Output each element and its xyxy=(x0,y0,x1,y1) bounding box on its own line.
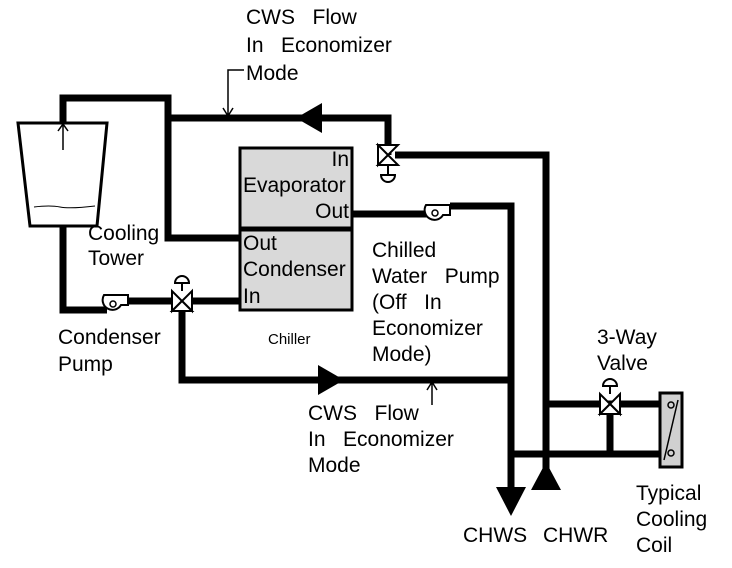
chws-label: CHWS xyxy=(463,524,527,547)
evaporator-in-label: In xyxy=(331,148,349,171)
condenser-labels: Out Condenser In xyxy=(243,232,346,308)
svg-text:Mode: Mode xyxy=(246,62,299,85)
top-flow-arrow xyxy=(296,103,322,133)
evaporator-labels: In Evaporator Out xyxy=(243,148,349,223)
evaporator-box xyxy=(238,146,354,230)
cws-top-label: CWS Flow In Economizer Mode xyxy=(246,6,392,85)
svg-text:Cooling: Cooling xyxy=(88,222,159,245)
svg-text:Mode): Mode) xyxy=(372,343,432,366)
svg-text:Economizer: Economizer xyxy=(372,317,483,340)
svg-text:Chilled: Chilled xyxy=(372,239,436,262)
label-pointers xyxy=(222,69,438,405)
condenser-pump-icon xyxy=(101,294,129,311)
pipes xyxy=(59,94,660,490)
chwr-arrow xyxy=(531,462,561,490)
cooling-tower-water xyxy=(33,205,96,209)
condenser-in-label: In xyxy=(243,285,261,308)
top-three-way-valve-icon xyxy=(375,142,401,183)
top-pointer xyxy=(222,69,244,118)
condenser-three-way-valve-icon xyxy=(169,275,195,314)
valves xyxy=(169,142,623,417)
svg-text:In Economizer: In Economizer xyxy=(308,428,454,451)
svg-text:Cooling: Cooling xyxy=(636,508,707,531)
svg-text:CWS Flow: CWS Flow xyxy=(246,6,358,29)
evaporator-name-label: Evaporator xyxy=(243,174,346,197)
svg-text:3-Way: 3-Way xyxy=(597,326,657,349)
bottom-pointer xyxy=(426,380,438,405)
chws-arrow xyxy=(496,487,526,516)
cooling-tower xyxy=(16,121,109,228)
svg-text:CWS Flow: CWS Flow xyxy=(308,402,420,425)
svg-text:Mode: Mode xyxy=(308,454,361,477)
pipe-top-economizer xyxy=(168,114,392,155)
evaporator-out-label: Out xyxy=(315,200,349,223)
pipe-tower-bottom xyxy=(59,226,107,314)
svg-text:Condenser: Condenser xyxy=(58,326,161,349)
svg-text:Typical: Typical xyxy=(636,482,701,505)
chilled-water-pump-icon xyxy=(423,204,451,221)
cws-bottom-label: CWS Flow In Economizer Mode xyxy=(308,402,454,477)
chwr-label: CHWR xyxy=(543,524,608,547)
pipe-bottom-economizer xyxy=(178,308,511,384)
cooling-coil-label: Typical Cooling Coil xyxy=(636,482,707,557)
flow-arrows xyxy=(296,103,561,516)
chilled-water-pump-label: Chilled Water Pump (Off In Economizer Mo… xyxy=(372,239,500,366)
bottom-flow-arrow xyxy=(318,365,344,395)
pipe-chws-down xyxy=(450,202,515,487)
svg-text:Coil: Coil xyxy=(636,534,672,557)
pumps xyxy=(101,204,451,311)
svg-text:(Off In: (Off In xyxy=(372,291,442,314)
coil-three-way-valve-icon xyxy=(597,378,623,417)
pipe-tower-top xyxy=(59,94,240,242)
svg-text:Valve: Valve xyxy=(597,352,648,375)
cooling-coil xyxy=(658,391,684,469)
cooling-tower-label: Cooling Tower xyxy=(88,222,159,270)
svg-text:In Economizer: In Economizer xyxy=(246,34,392,57)
svg-text:Tower: Tower xyxy=(88,247,144,270)
pipe-chwr xyxy=(395,151,550,490)
three-way-valve-label: 3-Way Valve xyxy=(597,326,657,375)
svg-text:Pump: Pump xyxy=(58,353,113,376)
cooling-tower-arrow xyxy=(57,122,69,150)
chiller xyxy=(238,146,354,312)
svg-text:Water Pump: Water Pump xyxy=(372,265,500,288)
chiller-label: Chiller xyxy=(268,331,311,348)
condenser-pump-label: Condenser Pump xyxy=(58,326,161,376)
condenser-out-label: Out xyxy=(243,232,277,255)
cooling-tower-body xyxy=(16,121,109,228)
condenser-name-label: Condenser xyxy=(243,258,346,281)
condenser-box xyxy=(238,228,354,312)
